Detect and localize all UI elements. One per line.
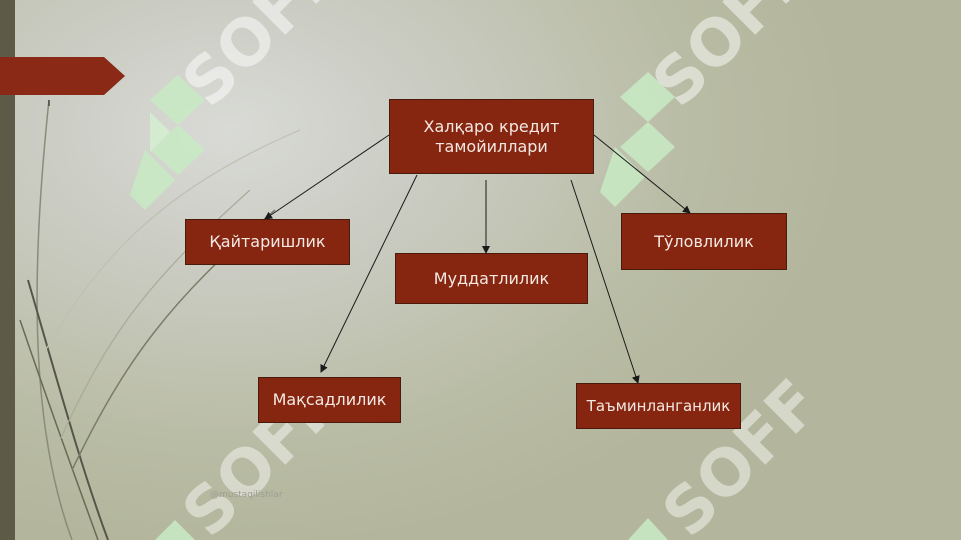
watermark-logo-icon [628, 518, 668, 540]
node-muddatlilik: Муддатлилик [395, 253, 588, 304]
root-node: Халқаро кредит тамойиллари [389, 99, 594, 174]
left-accent-bar [0, 0, 15, 540]
node-tolovlilik: Тўловлилик [621, 213, 787, 270]
footer-credit: @mustaqilishlar [210, 490, 283, 500]
connector-arrow [264, 134, 390, 220]
node-maqsadlilik: Мақсадлилик [258, 377, 401, 423]
watermark-logo-icon [155, 520, 195, 540]
title-tab-banner [0, 57, 125, 95]
node-qaytarishlik: Қайтаришлик [185, 219, 350, 265]
connector-arrow [593, 134, 691, 214]
node-taminlanganlik: Таъминланганлик [576, 383, 741, 429]
connector-arrow [320, 174, 418, 373]
connector-arrow [570, 179, 640, 384]
watermark-logo-icon [130, 75, 205, 210]
watermark-logo-icon [600, 72, 675, 207]
